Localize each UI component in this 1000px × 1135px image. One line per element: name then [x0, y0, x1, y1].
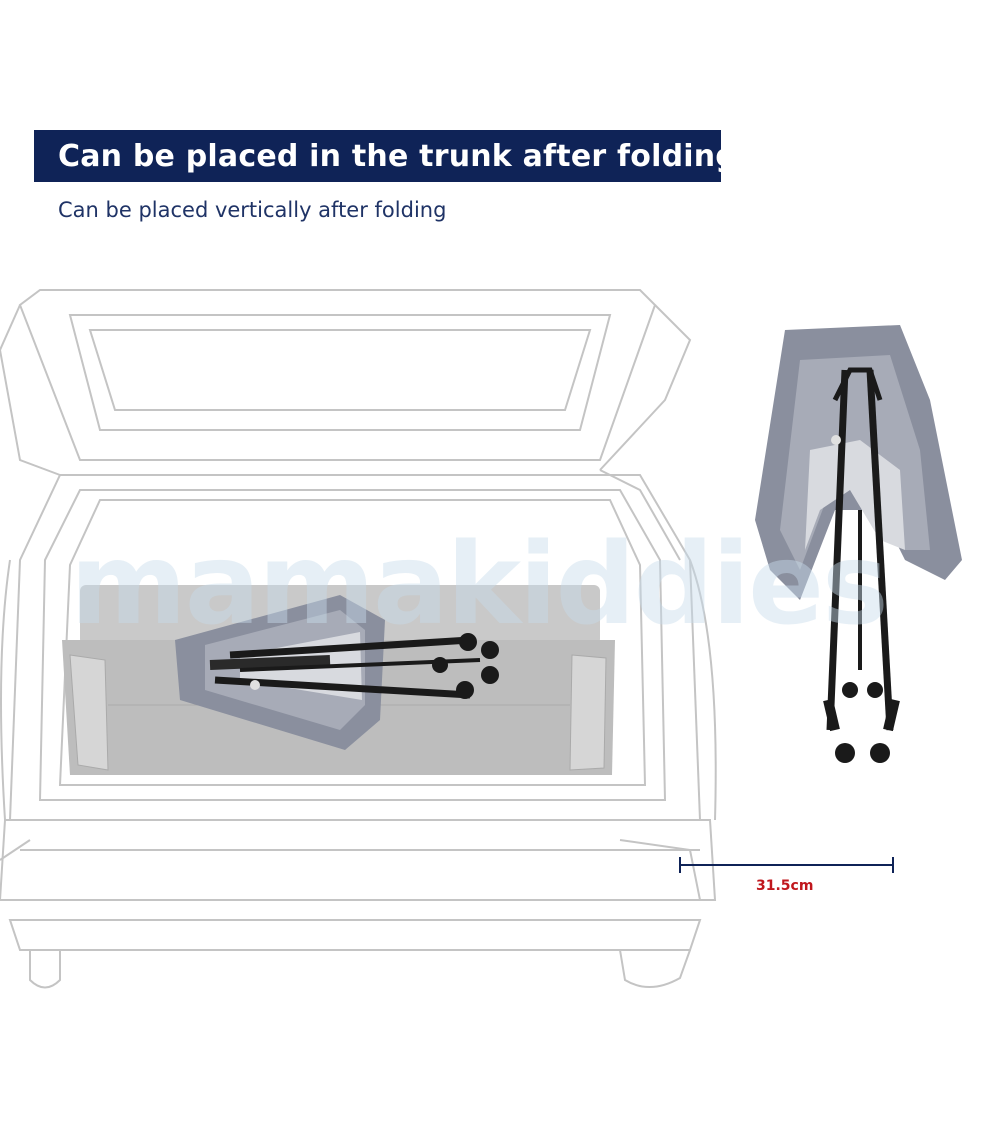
title-banner: Can be placed in the trunk after folding	[34, 130, 737, 182]
folded-crib-vertical	[755, 325, 962, 763]
dimension-label: 31.5cm	[756, 878, 814, 894]
banner-title: Can be placed in the trunk after folding	[58, 138, 737, 174]
car-trunk-illustration	[0, 289, 962, 989]
folded-crib-horizontal	[175, 595, 499, 750]
subtitle: Can be placed vertically after folding	[58, 198, 447, 222]
dimension-line	[679, 857, 894, 873]
car-outline	[0, 289, 717, 989]
